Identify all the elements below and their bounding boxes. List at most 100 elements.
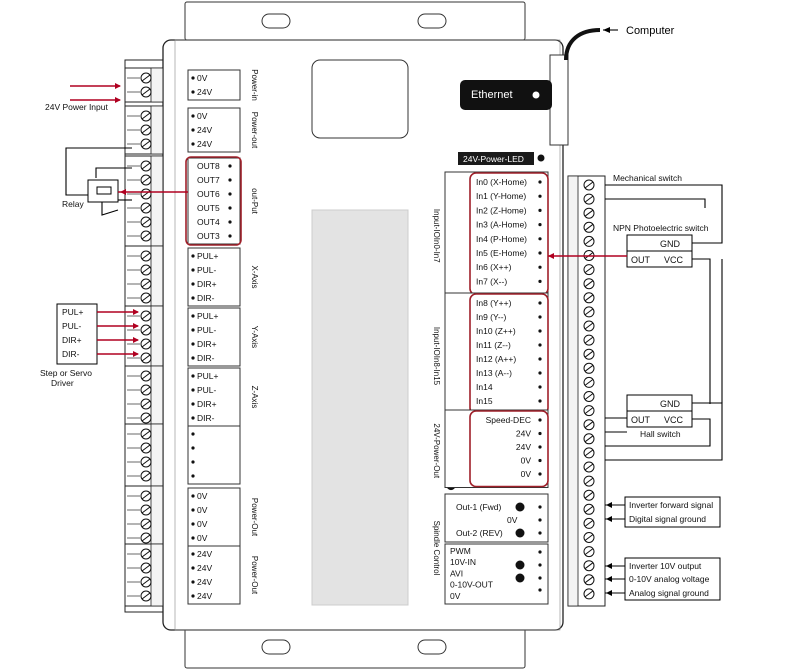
- driver-signal-label: DIR+: [62, 335, 82, 345]
- pin-label: PUL-: [197, 385, 217, 395]
- inverter-signal-label: 0-10V analog voltage: [629, 574, 710, 584]
- input-label: In5 (E-Home): [476, 248, 527, 258]
- pin-label: 24V: [516, 429, 531, 439]
- mechanical-switch-label: Mechanical switch: [613, 173, 682, 183]
- pin-label: 24V: [197, 125, 212, 135]
- driver-label-2: Driver: [51, 378, 74, 388]
- left-label-box: [187, 487, 241, 547]
- npn-vcc: VCC: [664, 255, 684, 265]
- pin-label: 24V: [197, 549, 212, 559]
- pin-label: DIR-: [197, 353, 215, 363]
- pin-label: 0V: [197, 505, 208, 515]
- left-label-box: [187, 367, 241, 427]
- pin-label: 24V: [516, 442, 531, 452]
- input-label: In9 (Y--): [476, 312, 507, 322]
- input-label: In10 (Z++): [476, 326, 516, 336]
- input-highlight: [469, 410, 549, 488]
- right-label-box: [444, 292, 549, 416]
- ethernet-port: Ethernet: [460, 80, 552, 110]
- pin-label: PUL+: [197, 251, 219, 261]
- input-label: In0 (X-Home): [476, 177, 527, 187]
- inverter-signal-label: Inverter forward signal: [629, 500, 713, 510]
- group-title: Y-Axis: [250, 326, 259, 348]
- pin-label: 24V: [197, 87, 212, 97]
- spindle-title: Spindle Control: [432, 521, 441, 576]
- pin-label: PUL+: [197, 311, 219, 321]
- driver-signal-label: DIR-: [62, 349, 80, 359]
- pin-label: DIR+: [197, 339, 217, 349]
- top-mounting-plate: [184, 1, 526, 41]
- input-label: In14: [476, 382, 493, 392]
- group-title: Power-Out: [250, 556, 259, 595]
- npn-out: OUT: [631, 255, 651, 265]
- input-label: In13 (A--): [476, 368, 512, 378]
- group-title: Power-out: [250, 112, 259, 149]
- input-label: In6 (X++): [476, 262, 512, 272]
- group-title: Power-in: [250, 69, 259, 101]
- pin-label: DIR-: [197, 293, 215, 303]
- pin-label: 0V: [197, 491, 208, 501]
- group-title: Input-IOIn8-In15: [432, 327, 441, 386]
- output-label: OUT6: [197, 189, 220, 199]
- right-label-box: [444, 409, 549, 488]
- pin-label: 0V: [197, 533, 208, 543]
- inverter-signal-label: Digital signal ground: [629, 514, 706, 524]
- spindle-pin-label: AVI: [450, 568, 463, 578]
- relay-label: Relay: [62, 199, 84, 209]
- input-label: In15: [476, 396, 493, 406]
- spindle-pin-label: 0V: [450, 591, 461, 601]
- spindle-pin-label: 0-10V-OUT: [450, 580, 493, 590]
- spindle-pin-label: Out-1 (Fwd): [456, 502, 502, 512]
- pin-label: 24V: [197, 591, 212, 601]
- input-label: In11 (Z--): [476, 340, 511, 350]
- spindle-box-1: [444, 493, 549, 543]
- output-label: OUT3: [197, 231, 220, 241]
- pin-label: Speed-DEC: [486, 415, 531, 425]
- right-terminal-strip: [567, 175, 606, 607]
- driver-signal-label: PUL-: [62, 321, 82, 331]
- pin-label: DIR-: [197, 413, 215, 423]
- group-title: Z-Axis: [250, 386, 259, 409]
- left-label-groups: 0V 24V Power-in 0V 24V 24V Power-outOUT8OUT7OU…: [185, 69, 259, 605]
- pin-label: PUL+: [197, 371, 219, 381]
- computer-cable: Computer: [564, 25, 675, 61]
- driver-label-1: Step or Servo: [40, 368, 92, 378]
- input-label: In1 (Y-Home): [476, 191, 526, 201]
- spindle-pin-label: 10V-IN: [450, 557, 476, 567]
- power-led-label: 24V-Power-LED: [463, 154, 524, 164]
- pin-label: 0V: [197, 111, 208, 121]
- pin-label: PUL-: [197, 325, 217, 335]
- power-led: 24V-Power-LED: [458, 152, 545, 165]
- group-title: Input-IOIn0-In7: [432, 209, 441, 263]
- left-terminal-strip: [124, 59, 164, 613]
- right-label-box: [444, 171, 549, 297]
- right-label-groups: In0 (X-Home)In1 (Y-Home)In2 (Z-Home)In3 …: [432, 171, 549, 605]
- output-label: OUT7: [197, 175, 220, 185]
- left-label-box: [187, 69, 241, 101]
- input-label: In12 (A++): [476, 354, 516, 364]
- input-label: In8 (Y++): [476, 298, 512, 308]
- hall-switch-label: Hall switch: [640, 429, 681, 439]
- left-label-box: [187, 157, 241, 245]
- pin-label: 0V: [197, 73, 208, 83]
- group-title: X-Axis: [250, 265, 259, 288]
- left-label-box: [187, 107, 241, 153]
- hall-out: OUT: [631, 415, 651, 425]
- ethernet-label: Ethernet: [471, 89, 513, 101]
- left-label-box: [187, 545, 241, 605]
- pin-label: PUL-: [197, 265, 217, 275]
- step-servo-driver: PUL+ PUL- DIR+ DIR- Step or Servo Driver: [40, 303, 139, 388]
- bottom-mounting-plate: [184, 627, 526, 669]
- spindle-box-2: [444, 543, 549, 605]
- group-title: 24V-Power-Out: [432, 423, 441, 478]
- driver-signal-label: PUL+: [62, 307, 84, 317]
- pin-label: 0V: [521, 469, 532, 479]
- power-input-label: 24V Power Input: [45, 102, 108, 112]
- relay: Relay: [62, 147, 188, 216]
- left-label-box: [187, 247, 241, 307]
- pin-label: DIR+: [197, 279, 217, 289]
- input-label: In3 (A-Home): [476, 220, 527, 230]
- pin-label: 0V: [521, 456, 532, 466]
- output-label: OUT8: [197, 161, 220, 171]
